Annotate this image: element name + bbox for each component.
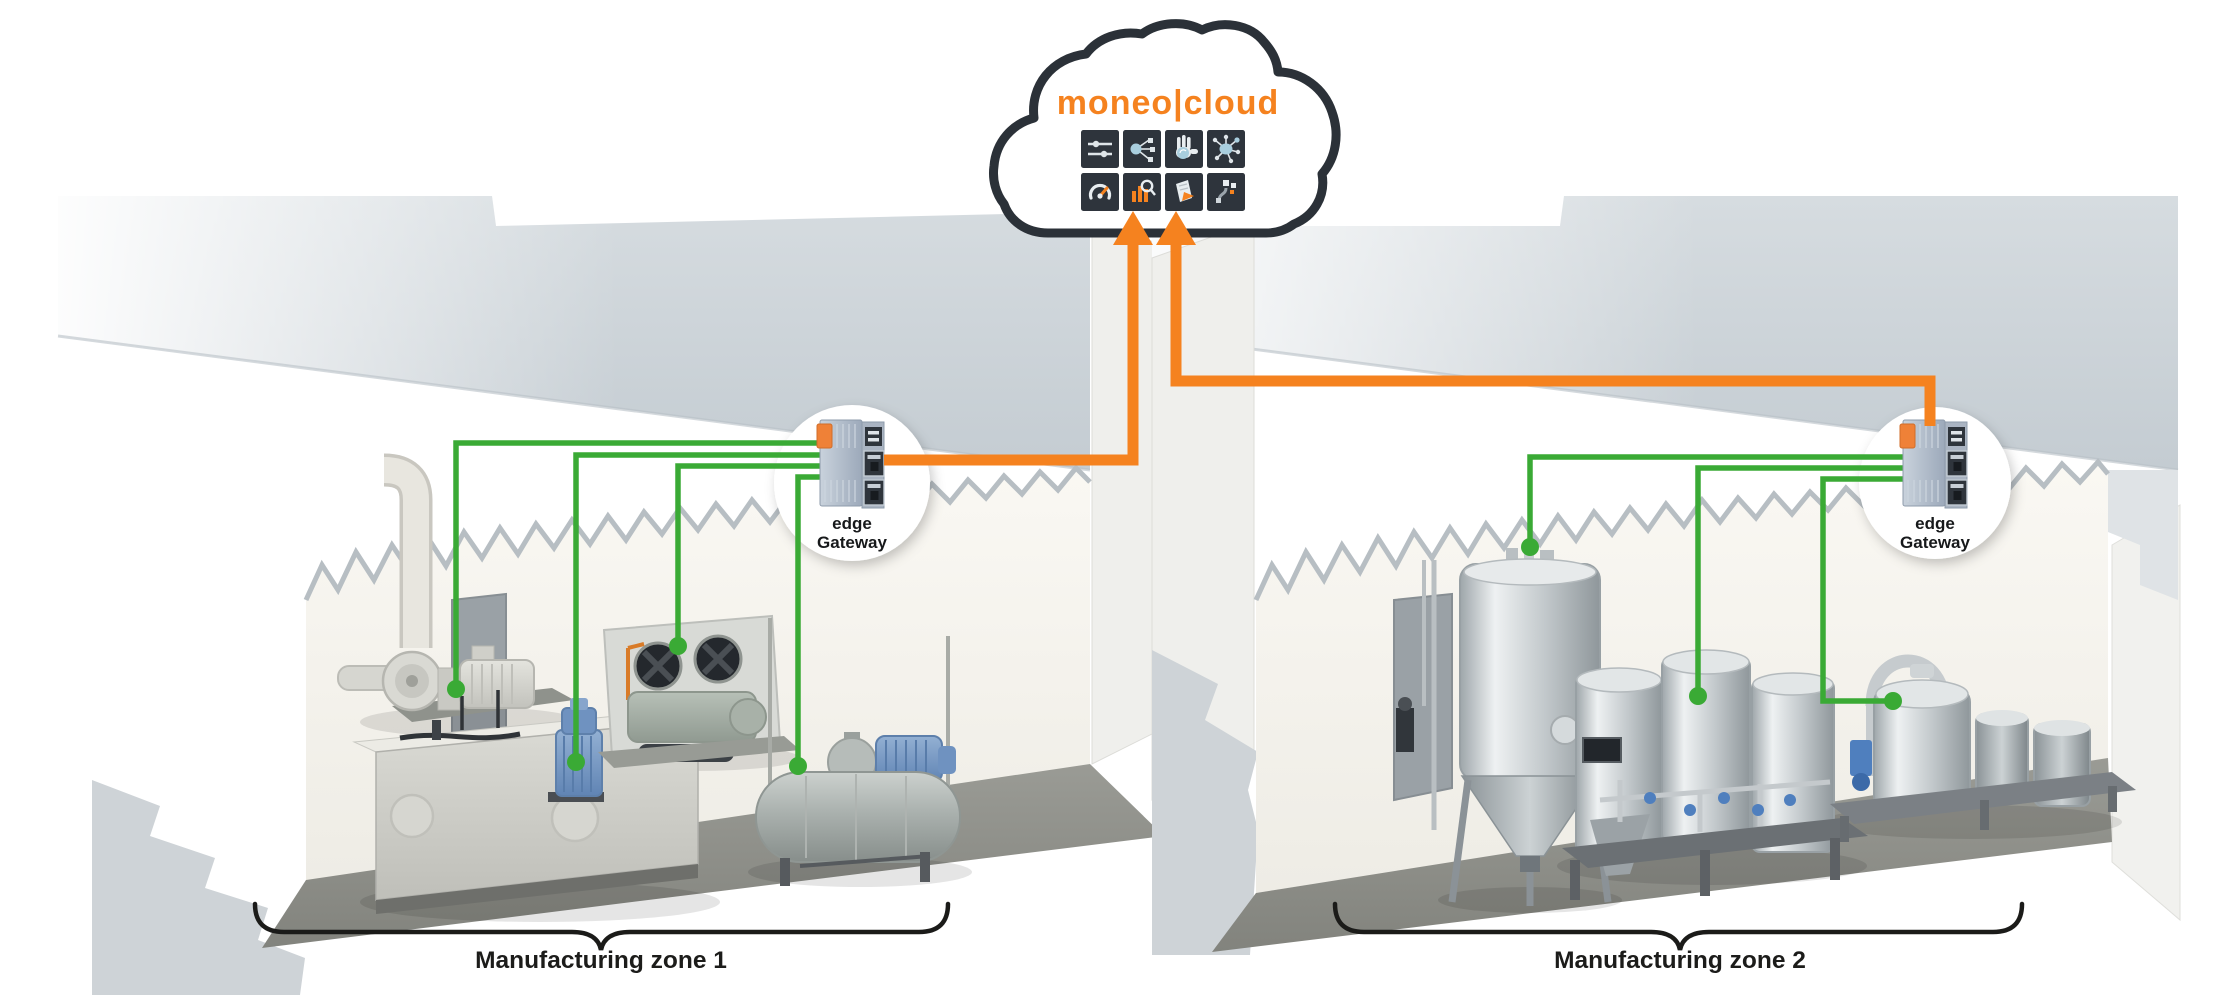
sensor-node-dot [789,757,807,775]
report-icon [1165,173,1203,211]
sensor-node-dot [669,637,687,655]
gauge-icon [1081,173,1119,211]
zone1-sensor-dots [447,637,807,775]
zone1-green-connections [453,440,823,766]
gateway-right-label-line1: edge [1915,514,1955,533]
chart-search-icon [1123,173,1161,211]
zone2-room-illustration [1151,196,2181,955]
zone2-roof-steps [2108,470,2178,600]
cloud-app-grid [1081,130,1245,211]
zone2-sensor-dots [1521,538,1902,710]
orange-uplinks [884,211,1936,466]
zone1-room-illustration [57,196,1189,995]
gateway-left-label-line2: Gateway [817,533,887,552]
green-connection-z2-1 [1527,454,1904,547]
zone1-broken-outer-wall [92,780,305,995]
cloud-title: moneo|cloud [1057,84,1280,122]
sensor-node-dot [1884,692,1902,710]
cloud-outline [989,19,1341,238]
green-connection-z1-3 [675,463,823,646]
workflow-icon [1207,173,1245,211]
orange-connection-right [1170,240,1936,426]
gateway-right-label-line2: Gateway [1900,533,1970,552]
green-connection-z2-3 [1820,476,1904,704]
sensor-node-dot [1521,538,1539,556]
edge-gateway-device-icon [1899,419,1968,509]
zone2-brace [1332,901,2025,951]
compressor-tank-unit [755,618,961,886]
zone2-broken-outer-wall [1152,650,1258,955]
gateway-left-label-line1: edge [832,514,872,533]
share-icon [1123,130,1161,168]
green-connection-z1-1 [453,440,823,689]
sliders-icon [1081,130,1119,168]
sensor-node-dot [447,680,465,698]
sensor-node-dot [1689,687,1707,705]
network-icon [1207,130,1245,168]
process-tank-skid [1830,654,2136,842]
zone1-brace [252,901,951,951]
green-connection-z2-2 [1695,465,1904,696]
orange-uplink-arrow-left [1113,211,1153,245]
green-connection-z1-2 [573,452,823,762]
green-connection-z1-4 [795,474,823,766]
zone1-label: Manufacturing zone 1 [475,947,727,974]
chiller-unit [598,614,800,768]
zone1-wall-broken-edge [303,464,1092,602]
orange-connection-left [884,240,1139,466]
wall-pump-icon [1396,560,1426,752]
fermenter-tank [1431,544,1612,906]
blower-fan-unit [337,453,574,722]
zone2-green-connections [1527,454,1904,704]
sensor-node-dot [567,753,585,771]
moneo-cloud: moneo|cloud [989,19,1341,238]
hand-touch-icon [1165,130,1203,168]
orange-uplink-arrow-right [1156,211,1196,245]
brewhouse-skid [1562,649,1868,900]
edge-gateway-device-icon [816,419,885,509]
zone2-label: Manufacturing zone 2 [1554,947,1806,974]
